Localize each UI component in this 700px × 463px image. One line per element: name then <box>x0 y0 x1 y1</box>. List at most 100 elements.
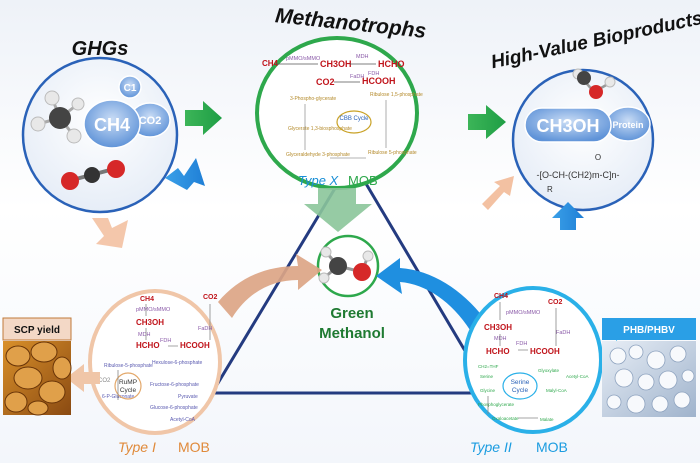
methane-molecule-icon <box>30 90 85 144</box>
mx-phosphoglycerate: 3-Phospho-glycerate <box>290 96 336 102</box>
polymer-formula: -[O-CH-(CH2)m-C]n- <box>537 170 620 180</box>
ghgs-to-methanotrophs-arrow <box>185 101 222 135</box>
t2-phospho: Phosphoglycerate <box>478 402 515 407</box>
scp-cells-icon <box>4 341 72 416</box>
scp-label: SCP yield <box>14 325 60 336</box>
type1-to-bioproducts-arrow <box>482 176 514 210</box>
bioproducts-title: High-Value Bioproducts <box>489 8 700 73</box>
mx-ch4: CH4 <box>262 59 279 68</box>
mx-ribulose15: Ribulose 1,5-phosphate <box>370 92 423 98</box>
methanol-molecule-icon <box>572 68 616 99</box>
mx-glycerate: Glycerate 1,3-biosphosphate <box>288 126 352 132</box>
mx-mdh: MDH <box>356 54 369 60</box>
bioproducts-panel: High-Value Bioproducts Protein CH3OH O -… <box>489 8 700 212</box>
t2-co2: CO2 <box>548 299 563 306</box>
t2-fdh: FDH <box>516 341 527 347</box>
type-x-label: Type X <box>298 173 340 188</box>
phb-label: PHB/PHBV <box>623 325 675 336</box>
t1-co2: CO2 <box>203 294 218 301</box>
t2-glycine: Glycine <box>480 388 496 393</box>
co2-label: CO2 <box>139 115 162 127</box>
t1-mmo: pMMO/sMMO <box>136 307 171 313</box>
t1-fdh: FDH <box>160 338 171 344</box>
center-circle <box>316 234 380 298</box>
type2-mob: MOB <box>536 439 568 455</box>
mx-ribulose5: Ribulose 5-phosphate <box>368 150 417 156</box>
ch3oh-label: CH3OH <box>536 116 599 136</box>
center-label-line1: Green <box>330 305 373 322</box>
scp-label-box <box>2 317 72 341</box>
t2-malyl: Malyl-CoA <box>546 388 567 393</box>
ch3oh-pill <box>524 107 612 143</box>
serine-cycle-ring <box>502 372 538 400</box>
type1-label: Type I <box>118 439 156 455</box>
t2-hcho: HCHO <box>486 347 510 356</box>
phb-panel: PHB/PHBV <box>602 318 696 417</box>
t2-serine: Serine <box>480 374 494 379</box>
type2-label: Type II <box>470 439 512 455</box>
ghgs-down-arrow <box>165 158 205 190</box>
center-label-line2: Methanol <box>319 325 385 342</box>
t1-ribulose: Ribulose-5-phosphate <box>104 363 153 369</box>
cbb-cycle-label: CBB Cycle <box>339 116 369 122</box>
methanotrophs-to-center-arrow <box>304 188 372 232</box>
scp-panel: SCP yield <box>2 317 72 416</box>
mx-mmo: pMMO/sMMO <box>286 56 321 62</box>
type2-panel: CH4 CO2 pMMO/sMMO CH3OH MDH FaDH FDH HCH… <box>463 286 603 455</box>
mx-co2: CO2 <box>316 77 335 87</box>
type-x-mob: MOB <box>348 173 378 188</box>
type2-to-center-arrow <box>376 258 484 330</box>
type1-panel: CH4 CO2 pMMO/sMMO CH3OH MDH FaDH FDH HCH… <box>88 289 222 455</box>
t1-side-co2: CO2 <box>98 378 111 384</box>
t1-ch3oh: CH3OH <box>136 318 164 327</box>
t1-acetyl: Acetyl-CoA <box>170 417 196 423</box>
t1-hcho: HCHO <box>136 341 160 350</box>
ghgs-to-type1-arrow <box>92 218 128 248</box>
t2-glyoxylate: Glyoxylate <box>538 368 560 373</box>
mx-ch3oh: CH3OH <box>320 59 352 69</box>
ch4-orb <box>83 99 141 149</box>
protein-label: Protein <box>612 120 643 130</box>
center-methanol-molecule-icon <box>318 246 374 284</box>
t2-ch4: CH4 <box>494 293 508 300</box>
t1-fructose: Fructose-6-phosphate <box>150 382 199 388</box>
type1-mob: MOB <box>178 439 210 455</box>
t2-hcooh: HCOOH <box>530 347 560 356</box>
type1-to-center-arrow <box>218 254 322 318</box>
methanotrophs-panel: Methanotrophs CH4 pMMO/sMMO CH3OH MDH HC… <box>255 4 427 190</box>
c1-label: C1 <box>124 83 137 94</box>
type2-to-bioproducts-arrow <box>552 202 584 230</box>
rump-label-b: Cycle <box>120 387 137 394</box>
green-methanol-center: Green Methanol <box>316 234 385 342</box>
mx-hcooh: HCOOH <box>362 76 396 86</box>
t1-mdh: MDH <box>138 332 151 338</box>
t2-malate: Malate <box>540 417 554 422</box>
t1-fadh: FaDH <box>198 326 212 332</box>
ghgs-panel: GHGs C1 CO2 CH4 <box>21 38 179 214</box>
polymer-o-label: O <box>595 153 601 162</box>
mx-fdh: FDH <box>368 71 379 77</box>
t2-oxaloacetate: Oxaloacetate <box>492 416 519 421</box>
serine-cycle-label-a: Serine <box>511 379 530 386</box>
t1-hexulose: Hexulose-6-phosphate <box>152 360 203 366</box>
t1-ch4: CH4 <box>140 296 154 303</box>
t2-ch3oh: CH3OH <box>484 323 512 332</box>
mx-glyceraldehyde: Glyceraldehyde 3-phosphate <box>286 152 350 158</box>
rump-label-a: RuMP <box>119 379 137 386</box>
rump-cycle-ring <box>114 372 142 400</box>
t2-thf: CH2=THF <box>478 364 499 369</box>
t1-pyruvate: Pyruvate <box>178 394 198 400</box>
mx-hcho: HCHO <box>378 59 405 69</box>
phb-granules-icon <box>606 344 695 414</box>
t1-hcooh: HCOOH <box>180 341 210 350</box>
co2-molecule-icon <box>61 160 125 190</box>
ghgs-title: GHGs <box>72 38 129 60</box>
type1-to-scp-arrow <box>66 364 100 392</box>
t2-mmo: pMMO/sMMO <box>506 310 541 316</box>
mx-fadh: FaDH <box>350 74 364 80</box>
serine-cycle-label-b: Cycle <box>512 387 529 394</box>
phb-label-box <box>602 318 696 340</box>
c1-orb <box>118 75 142 99</box>
